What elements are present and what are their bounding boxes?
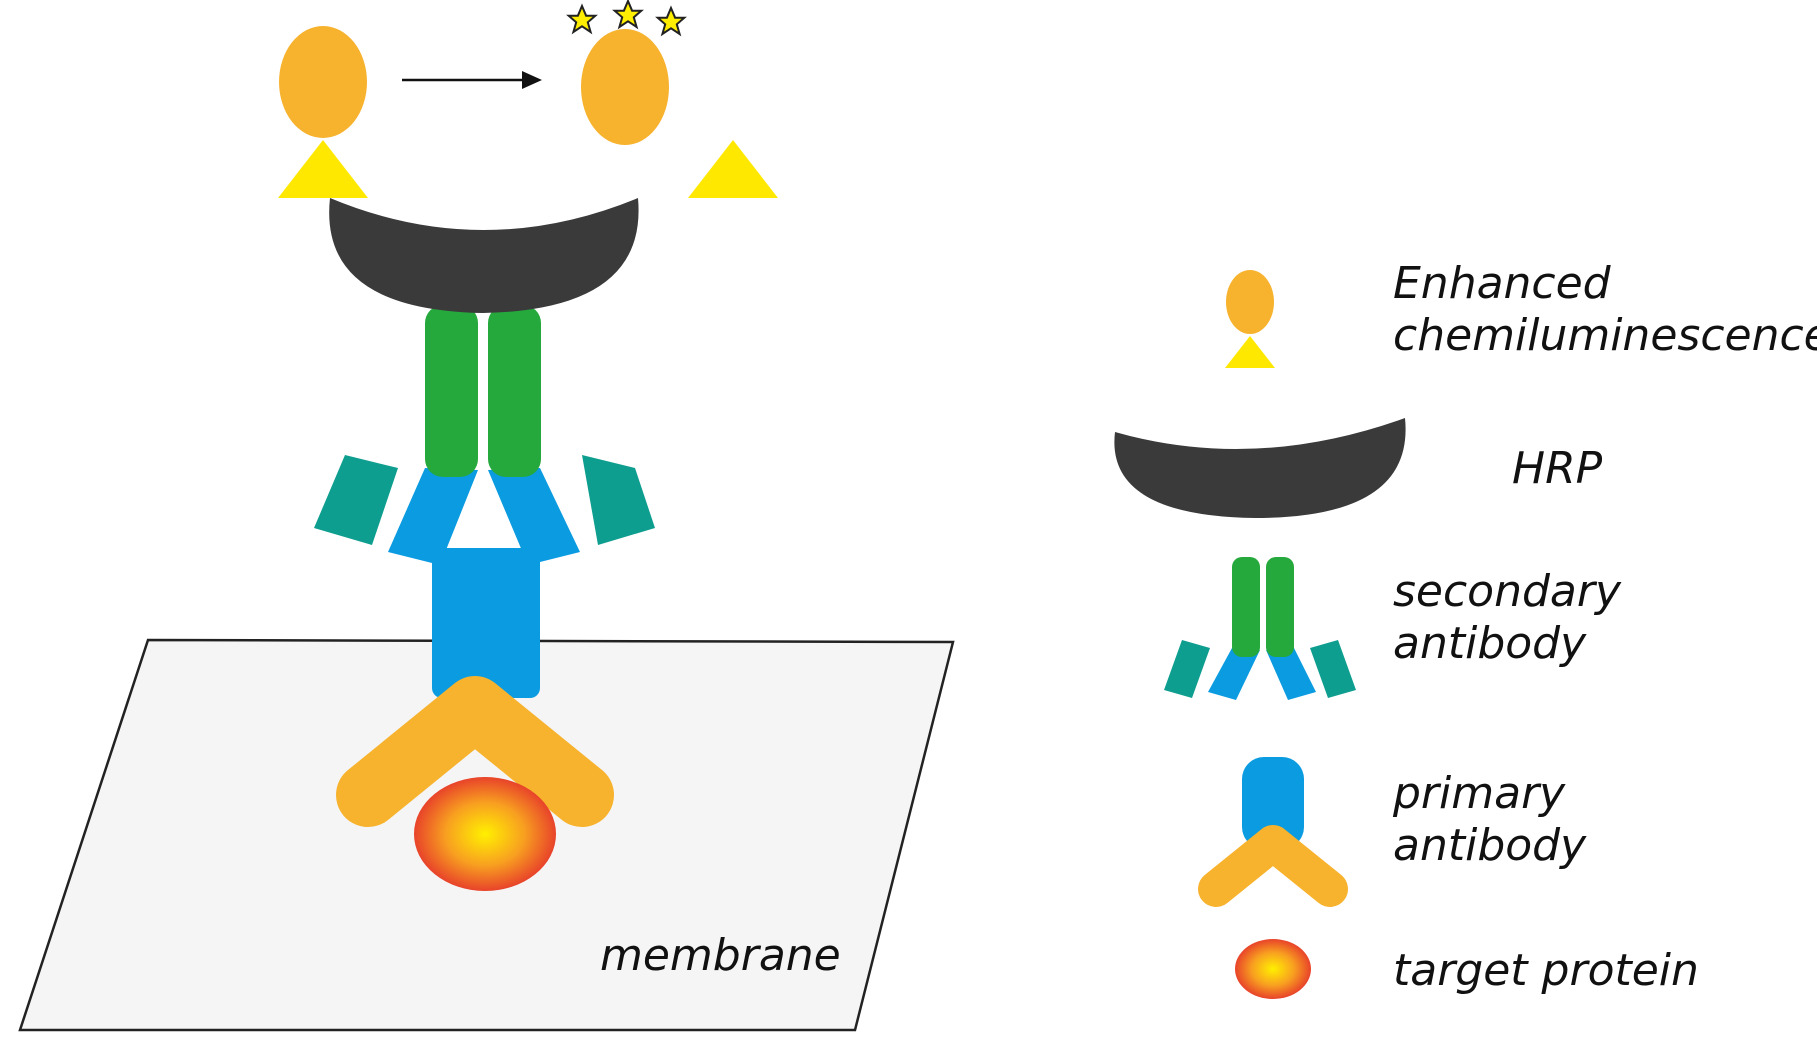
legend-ecl-oval [1226,270,1274,334]
star-icon [612,0,644,30]
legend-target-label: target protein [1393,945,1699,996]
secondary-heavy-chain-right [488,305,541,477]
legend-target-protein-icon [1235,939,1311,999]
ecl-substrate-left [279,26,367,138]
secondary-light-chain-left [314,455,398,545]
target-protein [414,777,556,891]
secondary-fab-left [388,468,478,565]
arrow-icon [402,71,542,89]
secondary-light-chain-right [582,455,655,545]
star-icon [655,5,687,37]
primary-antibody-stem [432,548,540,698]
secondary-fab-right [488,468,580,565]
legend-secondary-label-line1: secondary [1393,566,1622,617]
ecl-substrate-right [581,29,669,145]
star-icon [566,3,598,35]
legend-hrp-label: HRP [1512,443,1603,494]
legend-ecl-triangle [1225,336,1275,368]
primary-antibody-arms [336,676,614,827]
legend-ecl-label-line1: Enhanced [1393,258,1612,309]
legend-secondary-antibody-icon [1164,557,1356,700]
legend-ecl-label-line2: chemiluminescence [1393,310,1817,361]
legend-primary-antibody-icon [1198,757,1348,907]
membrane-label: membrane [600,930,841,981]
ecl-triangle-left [278,140,368,198]
legend-secondary-label-line2: antibody [1393,618,1587,669]
ecl-triangle-right [688,140,778,198]
legend-hrp-icon [1114,418,1406,518]
legend-primary-label-line2: antibody [1393,820,1587,871]
hrp-enzyme [329,198,639,313]
secondary-heavy-chain-left [425,305,478,477]
legend-primary-label-line1: primary [1392,768,1566,819]
